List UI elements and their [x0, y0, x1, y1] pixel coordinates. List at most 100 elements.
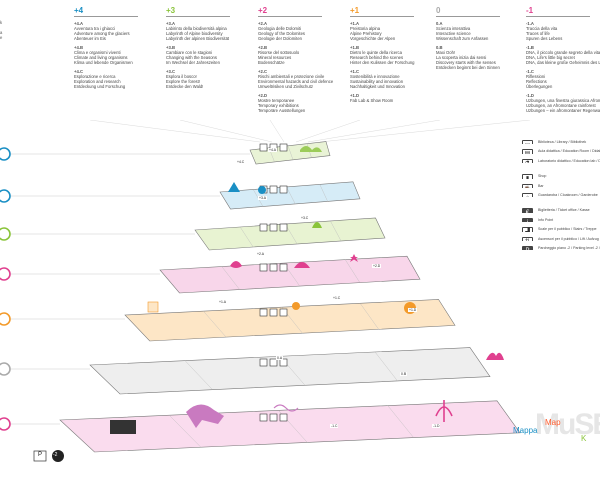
area-title-line: Geologia delle Dolomiti — [258, 26, 302, 31]
level-header: +2 — [258, 6, 322, 17]
stairs-icon — [259, 143, 268, 152]
area-title-line: Traccia della vita — [526, 26, 558, 31]
floor-area-code: 0.B — [400, 372, 408, 376]
floor-area-code: -1.C — [330, 424, 339, 428]
area-title-line: Explore the forest! — [166, 79, 200, 84]
legend-label: Ascensori per il pubblico / Lift / Aufzu… — [538, 236, 599, 241]
legend-item: ⇅ Ascensori per il pubblico / Lift / Aufz… — [520, 236, 600, 242]
area-title-line: Labyrinth of Alpine biodiversity — [166, 31, 223, 36]
room-divider — [319, 184, 328, 202]
book-icon: ▭ — [522, 140, 533, 145]
area-title-line: Uzbungen, una finestra giurassica Afromo… — [526, 98, 600, 103]
area-code: +1.A — [350, 21, 359, 26]
floor-badge — [0, 189, 11, 203]
area-code: +3.A — [166, 21, 175, 26]
floor-area-code: +4.C — [236, 160, 246, 164]
floor-area-code: +2.D — [372, 264, 382, 268]
floor-badge — [0, 312, 11, 326]
legend-item: ▟Scale per il pubblico / Stairs / Treppe — [520, 227, 600, 232]
floor-area-code: -1.D — [432, 424, 441, 428]
floor-slab — [159, 255, 421, 294]
area-title-line: Entdecke den Wald! — [166, 84, 204, 89]
room-divider — [169, 415, 202, 448]
area-title-line: Climate and living organisms — [74, 55, 128, 60]
left-cut-line: a — [0, 30, 3, 35]
hall-block — [110, 420, 136, 434]
area-title-line: La scoperta inizia dai sensi — [436, 55, 487, 60]
guide-line — [179, 120, 273, 143]
room-divider — [203, 310, 227, 338]
guide-line — [319, 120, 531, 143]
area-title-line: Sostenibilità e innovazione — [350, 74, 400, 79]
area-title-line: Traces of life — [526, 31, 550, 36]
area-title-line: Maxi Ooh! — [436, 50, 456, 55]
area-title-line: Clima e organismi viventi — [74, 50, 121, 55]
legend: ▭Biblioteca / Library / Bibliothek▤Aula … — [520, 140, 600, 255]
parking-icon: P — [522, 246, 533, 251]
floor-badge — [0, 147, 11, 161]
area-title-line: Changing with the Seasons — [166, 55, 217, 60]
area-title-line: Dietro le quinte della ricerca — [350, 50, 402, 55]
room-divider — [239, 226, 254, 248]
level-header: -1 — [526, 6, 590, 17]
legend-label: Guardaroba / Cloakroom / Garderobe — [538, 193, 598, 198]
area-title-line: Labyrinth der alpinen Biodiversität — [166, 36, 230, 41]
floor-slab — [124, 299, 456, 342]
area-title-line: Nachhaltigkeit und Innovation — [350, 84, 405, 89]
area-title-line: Environmental hazards and civil defence — [258, 79, 334, 84]
area-title-line: Esplorazione e ricerca — [74, 74, 116, 79]
lab-icon: ⚗ — [522, 158, 533, 164]
area-title-line: Preistoria alpina — [350, 26, 381, 31]
lift-icon — [269, 413, 278, 422]
lift-icon — [269, 185, 278, 194]
fossil-icon — [230, 261, 242, 268]
floor-slab — [249, 141, 331, 165]
brand-map: Map — [545, 418, 561, 427]
guide-line — [89, 120, 261, 143]
area-title-line: Avventura tra i ghiacci — [74, 26, 116, 31]
ice-icon — [228, 182, 240, 192]
molecule-icon — [258, 186, 266, 194]
legend-label: Biglietteria / Ticket office / Kasse — [538, 208, 590, 213]
legend-label: Shop — [538, 174, 547, 179]
legend-label: Aula didattica / Education Room / Didakt… — [538, 149, 600, 154]
shop-icon: ▮ — [522, 174, 533, 179]
room-divider — [286, 186, 296, 204]
floor-slab — [89, 347, 491, 395]
legend-item: ▤Aula didattica / Education Room / Didak… — [520, 149, 600, 154]
legend-item: PParcheggio piano -2 / Parking level -2 … — [520, 246, 600, 251]
area-title-line: Klima und lebende Organismen — [74, 60, 133, 65]
area-title-line: Cambiare con le stagioni — [166, 50, 213, 55]
lift-icon — [279, 413, 288, 422]
floor-area-code: +1.A — [218, 300, 228, 304]
palm-icon — [486, 352, 504, 360]
level-header: 0 — [436, 6, 500, 17]
room-divider — [184, 360, 213, 390]
floor-plan-diagram — [0, 120, 531, 462]
parking-icon — [33, 450, 47, 462]
floor-slab — [194, 217, 386, 251]
palm-icon — [435, 400, 453, 422]
legend-item: ▮ Shop — [520, 174, 600, 179]
lift-icon — [269, 263, 278, 272]
guide-line — [307, 120, 441, 143]
area-title-line: DNA, das kleine große Geheimnis des Lebe… — [526, 60, 600, 65]
area-title-line: Rischi ambientali e protezione civile — [258, 74, 325, 79]
floor-badge — [0, 362, 11, 376]
area-code: -1.C — [526, 69, 534, 74]
area-code: +2.A — [258, 21, 267, 26]
lift-icon: ⇅ — [522, 236, 533, 242]
parking-level-badge — [52, 450, 64, 462]
floor-area-code: +4.A — [268, 148, 278, 152]
area-title-line: Hinter den Kulissen der Forschung — [350, 60, 415, 65]
area-code: +1.B — [350, 45, 359, 50]
floor-badge — [0, 417, 11, 431]
lift-icon — [279, 358, 288, 367]
room-divider — [387, 405, 414, 438]
floor-area-code: +3.C — [300, 216, 310, 220]
legend-label: Info Point — [538, 217, 554, 222]
area-code: +2.C — [258, 69, 267, 74]
